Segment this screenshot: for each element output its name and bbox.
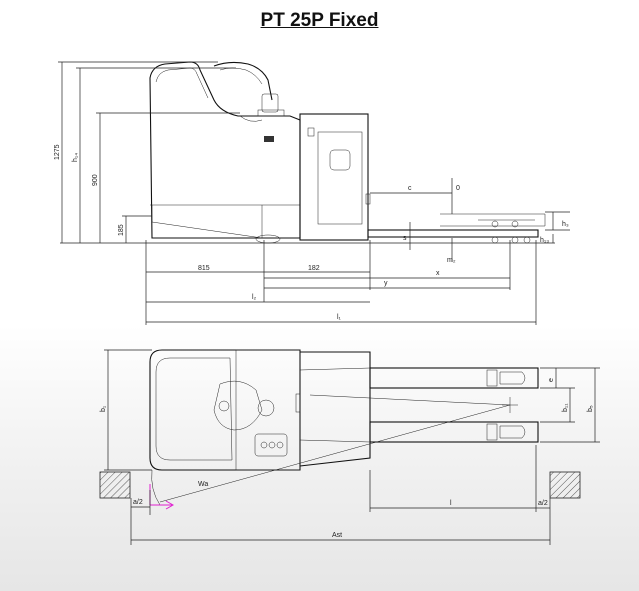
magenta-arrow-icon [149, 484, 175, 510]
dim-182-label: 182 [308, 265, 320, 272]
side-view: 1275 h₁₄ 900 185 h₃ h₁₃ s m₂ c 0 [54, 61, 570, 325]
dim-ast-label: Ast [332, 532, 342, 539]
dim-s-label: s [403, 235, 407, 242]
dim-a2-left-label: a/2 [133, 499, 143, 506]
page-title: PT 25P Fixed [260, 10, 379, 31]
dim-900-label: 900 [92, 174, 99, 186]
dim-815-label: 815 [198, 265, 210, 272]
pallet-right [549, 471, 581, 499]
dim-h13-label: h₁₃ [540, 237, 549, 244]
dim-b1-label: b₁ [100, 405, 107, 412]
dim-0-label: 0 [456, 185, 460, 192]
dim-c-label: c [408, 185, 412, 192]
truck-body-top [149, 349, 539, 506]
fork-left [369, 367, 539, 389]
dim-h3-label: h₃ [562, 221, 569, 228]
dim-l-label: l [450, 500, 452, 507]
dim-x-label: x [436, 270, 440, 277]
dim-h14-label: h₁₄ [72, 153, 79, 162]
dim-a2-right-label: a/2 [538, 500, 548, 507]
dim-1275-label: 1275 [54, 144, 61, 160]
dim-b11-label: b₁₁ [562, 403, 569, 412]
dim-l1-label: l₁ [337, 314, 342, 321]
turning-radius-line [159, 404, 511, 503]
dim-y-label: y [384, 280, 388, 287]
fork-right [369, 421, 539, 443]
top-view: b₁ b₅ b₁₁ e Wa a/2 l [99, 349, 600, 545]
truck-body-side [149, 61, 546, 244]
dim-b5-label: b₅ [587, 405, 594, 412]
brand-logo [264, 136, 274, 142]
dim-l2-label: l₂ [252, 294, 257, 301]
dim-185-label: 185 [118, 224, 125, 236]
dim-e-label: e [548, 378, 555, 382]
dim-wa-label: Wa [198, 481, 208, 488]
pallet-left [99, 471, 131, 499]
dim-m2-label: m₂ [447, 257, 456, 264]
